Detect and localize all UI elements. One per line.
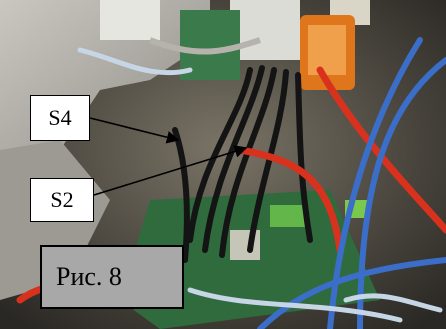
s4-arrow xyxy=(89,117,180,144)
blue-wires xyxy=(257,37,446,329)
s4-label: S4 xyxy=(30,95,90,141)
orange-connector-face xyxy=(308,25,346,75)
grey-wire xyxy=(148,37,261,55)
s2-label: S2 xyxy=(30,178,94,222)
s2-arrow xyxy=(93,145,248,196)
figure-caption: Рис. 8 xyxy=(40,245,184,309)
white-connector xyxy=(100,0,160,40)
component xyxy=(270,205,305,227)
light-wires xyxy=(77,47,443,323)
white-connector xyxy=(230,0,300,60)
